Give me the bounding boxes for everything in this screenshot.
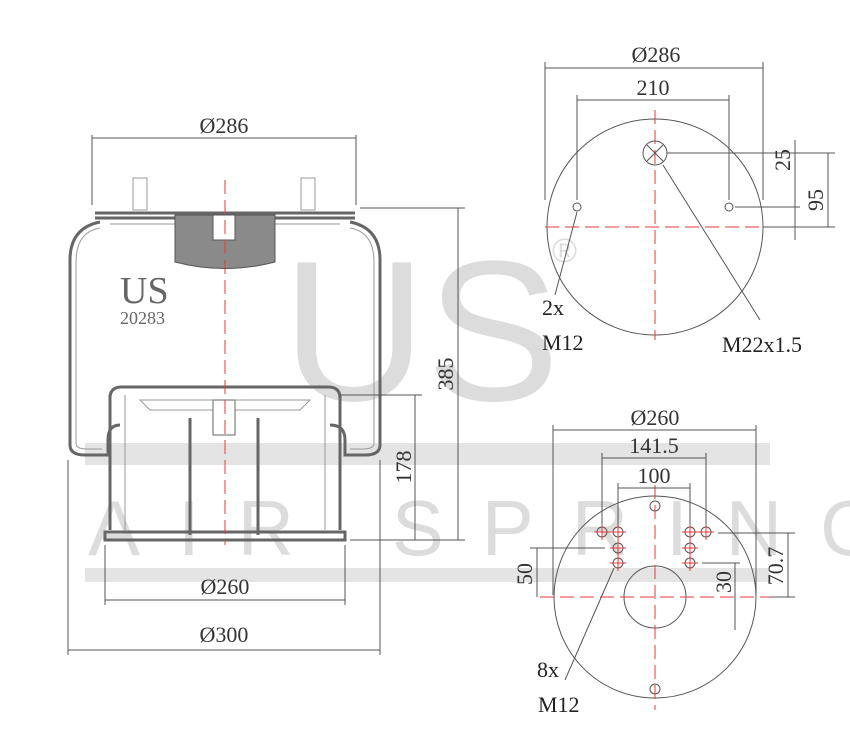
stud-hole: [724, 202, 734, 212]
piston-post: [188, 418, 260, 535]
piston-inner: [124, 395, 326, 530]
watermark-registered: ®: [552, 232, 577, 270]
dim-line: [104, 545, 346, 605]
dim-line: [91, 135, 357, 205]
bolt-hole-centermark: [682, 524, 698, 540]
bumper-bolt: [212, 214, 236, 241]
leader-line: [554, 164, 761, 321]
dim-line: [67, 460, 381, 655]
part-number: 20283: [120, 308, 165, 328]
dim-line: [576, 95, 730, 200]
bolt-hole-centermark: [610, 524, 626, 540]
piston-bolt: [212, 399, 236, 436]
dim-line: [530, 547, 740, 630]
air-fitting-thread: M22x1.5: [722, 332, 802, 357]
bolt-hole-centermark: [610, 555, 626, 571]
dim-height: 385: [433, 358, 458, 391]
dim-line: [718, 532, 795, 598]
dim-left-offset: 50: [512, 563, 537, 585]
bolt-hole-group: [594, 524, 714, 571]
piston-base: [103, 530, 347, 542]
watermark-bar: [85, 443, 770, 465]
stud: [300, 177, 316, 211]
dim-max-diameter: Ø300: [200, 622, 249, 647]
dim-line: [340, 394, 422, 540]
dim-line: [552, 425, 757, 595]
bolt-hole-centermark: [610, 540, 626, 556]
dim-right-offset: 30: [711, 571, 736, 593]
dim-offset: 25: [770, 149, 795, 171]
brand-label: US: [120, 270, 169, 312]
cross-icon: [646, 144, 664, 162]
bolt-hole-centermark: [594, 524, 610, 540]
dim-top-diameter: Ø286: [632, 42, 681, 67]
dim-line: [544, 62, 764, 200]
watermark: US ® AIR SPRING: [85, 220, 850, 582]
dim-line: [667, 140, 835, 240]
bolt-hole-centermark: [698, 524, 714, 540]
bellows-inner: [75, 227, 375, 450]
dim-right-offset2: 70.7: [763, 547, 788, 586]
top-view: Ø286 210 25 95 2x M12 M22x1.5: [542, 42, 835, 357]
watermark-bar: [85, 568, 770, 582]
dim-inner-spacing: 100: [638, 463, 671, 488]
dim-bottom-diameter: Ø260: [631, 405, 680, 430]
bolt-hole-centermark: [682, 555, 698, 571]
dim-top-diameter: Ø286: [200, 113, 249, 138]
watermark-brand: US: [282, 220, 560, 443]
dim-offset2: 95: [803, 189, 828, 211]
dim-piston-height: 178: [391, 451, 416, 484]
hole-thread: M12: [538, 692, 580, 717]
watermark-tagline: AIR SPRING: [88, 484, 850, 572]
bolt-hole-centermark: [682, 540, 698, 556]
stud-qty: 2x: [542, 295, 564, 320]
stud: [132, 177, 148, 211]
stud-thread: M12: [542, 330, 584, 355]
bottom-view: Ø260 141.5 100 50 30 70.7 8x M12: [512, 405, 795, 717]
leader-line: [564, 567, 615, 681]
dim-line: [617, 483, 691, 525]
hole-qty: 8x: [537, 657, 559, 682]
dim-piston-diameter: Ø260: [201, 574, 250, 599]
dim-line: [350, 207, 465, 541]
dim-outer-spacing: 141.5: [629, 433, 679, 458]
stud-hole: [572, 202, 582, 212]
dim-line: [601, 453, 707, 525]
dim-stud-spacing: 210: [637, 75, 670, 100]
side-view: US 20283 Ø286 385 178 Ø260 Ø300: [67, 113, 465, 655]
